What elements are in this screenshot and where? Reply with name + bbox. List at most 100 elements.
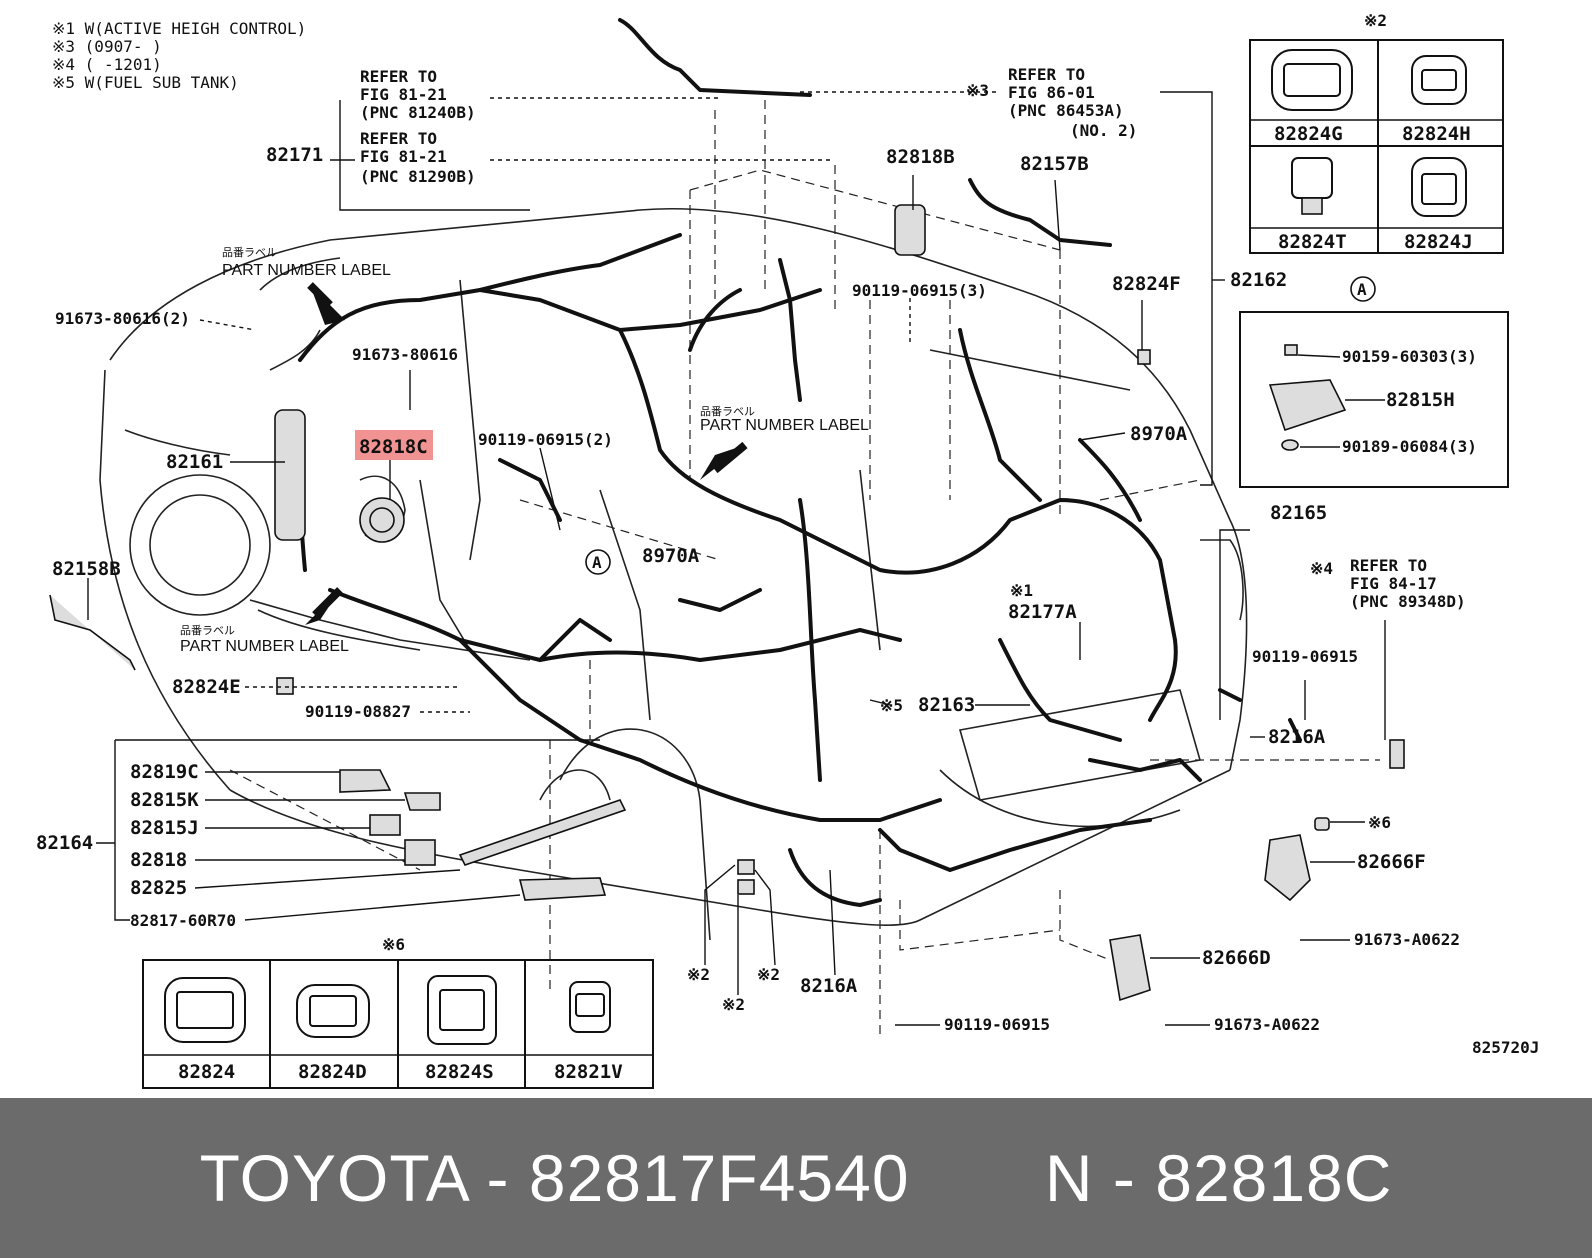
ref3-line3: (PNC 86453A): [1008, 101, 1124, 120]
leader-lines: [87, 91, 1386, 1026]
ref3-line2: FIG 86-01: [1008, 83, 1095, 102]
label-8216A-right: 8216A: [1268, 726, 1326, 748]
sensor-82158B-icon: [49, 594, 136, 671]
label-82824F: 82824F: [1112, 273, 1181, 295]
ref4-line1: REFER TO: [1350, 556, 1427, 575]
footer-n-value: 82818C: [1155, 1141, 1393, 1215]
connector-82824E-icon: [276, 677, 294, 695]
label-90119-06915-3: 90119-06915(3): [852, 281, 987, 300]
label-arrows: [305, 282, 748, 625]
connector-8216A-icon: [1389, 739, 1405, 769]
pnl-jp-3: 品番ラベル: [180, 624, 235, 637]
note-1: ※1 W(ACTIVE HEIGH CONTROL): [52, 19, 306, 38]
mark-2-b: ※2: [757, 965, 780, 984]
connector-table-bottom: ※6 82824 82824D 82824S 82821V: [142, 935, 654, 1089]
table-bottom-mark: ※6: [382, 935, 405, 954]
highlight-82818C: [355, 430, 433, 460]
label-82165: 82165: [1270, 502, 1327, 524]
vehicle-body-outline: [99, 207, 1248, 941]
clip-82815K-icon: [403, 792, 441, 811]
ref4-line3: (PNC 89348D): [1350, 592, 1466, 611]
label-82163: 82163: [918, 694, 975, 716]
label-82666D: 82666D: [1202, 947, 1271, 969]
footer-brand: TOYOTA: [199, 1141, 468, 1215]
label-90119-08827: 90119-08827: [305, 702, 411, 721]
diagram-svg: ※1 W(ACTIVE HEIGH CONTROL) ※3 (0907- ) ※…: [36, 11, 1539, 1089]
footer-n-label: N: [1044, 1141, 1094, 1215]
detail-box-a: [1239, 311, 1509, 488]
label-82157B: 82157B: [1020, 153, 1089, 175]
label-82817-60R70: 82817-60R70: [130, 911, 236, 930]
bracket-82666D-icon: [1109, 934, 1151, 1002]
label-82171: 82171: [266, 144, 323, 166]
footer-sep-1: -: [486, 1141, 510, 1215]
bracket-82818-icon: [404, 839, 436, 866]
dashed-guides: [229, 100, 1380, 1040]
ref1-line3: (PNC 81240B): [360, 103, 476, 122]
label-82818C: 82818C: [359, 436, 428, 458]
circle-a-diagram: A: [592, 553, 602, 572]
bracket-82666F-icon: [1264, 834, 1311, 902]
ref4-line2: FIG 84-17: [1350, 574, 1437, 593]
label-82666F: 82666F: [1357, 851, 1426, 873]
label-90119-06915-bottom: 90119-06915: [944, 1015, 1050, 1034]
parts-diagram: ※1 W(ACTIVE HEIGH CONTROL) ※3 (0907- ) ※…: [36, 11, 1540, 1089]
label-90159-60303: 90159-60303(3): [1342, 347, 1477, 366]
circle-a-markers: A A: [585, 276, 1376, 575]
label-91673-A0622-a: 91673-A0622: [1354, 930, 1460, 949]
note-3: ※3 (0907- ): [52, 37, 162, 56]
table-top-mark: ※2: [1364, 11, 1387, 30]
pnl-jp-1: 品番ラベル: [222, 246, 277, 259]
label-91673-A0622-b: 91673-A0622: [1214, 1015, 1320, 1034]
label-82818: 82818: [130, 849, 187, 871]
footer-sep-2: -: [1112, 1141, 1136, 1215]
label-8970A-center: 8970A: [642, 545, 700, 567]
reference-marks: ※3 ※4 ※1 ※5 ※6 ※2 ※2 ※2: [687, 81, 1391, 1014]
label-82818B: 82818B: [886, 146, 955, 168]
mark-6-right: ※6: [1368, 813, 1391, 832]
label-91673-80616-2: 91673-80616(2): [55, 309, 190, 328]
label-82177A: 82177A: [1008, 601, 1077, 623]
module-82815H-icon: [1268, 379, 1347, 432]
protector-82817-icon: [518, 877, 607, 901]
part-number-label-texts: 品番ラベル PART NUMBER LABEL 品番ラベル PART NUMBE…: [180, 246, 869, 655]
ref1-line1: REFER TO: [360, 67, 437, 86]
mark-4: ※4: [1310, 559, 1333, 578]
label-82161: 82161: [166, 451, 223, 473]
bracket-82161-icon: [274, 409, 306, 541]
mark-2-c: ※2: [722, 995, 745, 1014]
note-4: ※4 ( -1201): [52, 55, 162, 74]
note-5: ※5 W(FUEL SUB TANK): [52, 73, 239, 92]
table-top-cell-82824G: 82824G: [1274, 123, 1343, 145]
table-top-cell-82824H: 82824H: [1402, 123, 1471, 145]
label-82158B: 82158B: [52, 558, 121, 580]
clamp-82819C-icon: [339, 769, 392, 793]
figure-code: 825720J: [1472, 1038, 1539, 1057]
ref2-line1: REFER TO: [360, 129, 437, 148]
table-bottom-cell-82824S: 82824S: [425, 1061, 494, 1083]
pnl-3: PART NUMBER LABEL: [180, 638, 349, 655]
mark-3: ※3: [966, 81, 989, 100]
pnl-jp-2: 品番ラベル: [700, 405, 755, 418]
notes-block: ※1 W(ACTIVE HEIGH CONTROL) ※3 (0907- ) ※…: [52, 19, 306, 92]
ref3-line4: (NO. 2): [1070, 121, 1137, 140]
table-top-cell-82824T: 82824T: [1278, 231, 1347, 253]
table-bottom-cell-82821V: 82821V: [554, 1061, 623, 1083]
label-90119-06915-2: 90119-06915(2): [478, 430, 613, 449]
part-labels: 82171 82818B 82157B 82162 91673-80616(2)…: [36, 144, 1539, 1057]
label-82824E: 82824E: [172, 676, 241, 698]
label-8970A-right: 8970A: [1130, 423, 1188, 445]
label-90189-06084: 90189-06084(3): [1342, 437, 1477, 456]
label-90119-06915-right: 90119-06915: [1252, 647, 1358, 666]
connector-table-top: ※2 82824G 82824H 82824T 82824J: [1249, 11, 1504, 254]
label-91673-80616: 91673-80616: [352, 345, 458, 364]
label-82825: 82825: [130, 877, 187, 899]
pnl-2: PART NUMBER LABEL: [700, 417, 869, 434]
label-82164: 82164: [36, 832, 93, 854]
footer-part-number: 82817F4540: [528, 1141, 910, 1215]
table-top-cell-82824J: 82824J: [1404, 231, 1473, 253]
label-82815K: 82815K: [130, 789, 199, 811]
mark-2-a: ※2: [687, 965, 710, 984]
table-bottom-cell-82824: 82824: [178, 1061, 235, 1083]
footer-caption: TOYOTA - 82817F4540 N - 82818C: [200, 1140, 1393, 1216]
